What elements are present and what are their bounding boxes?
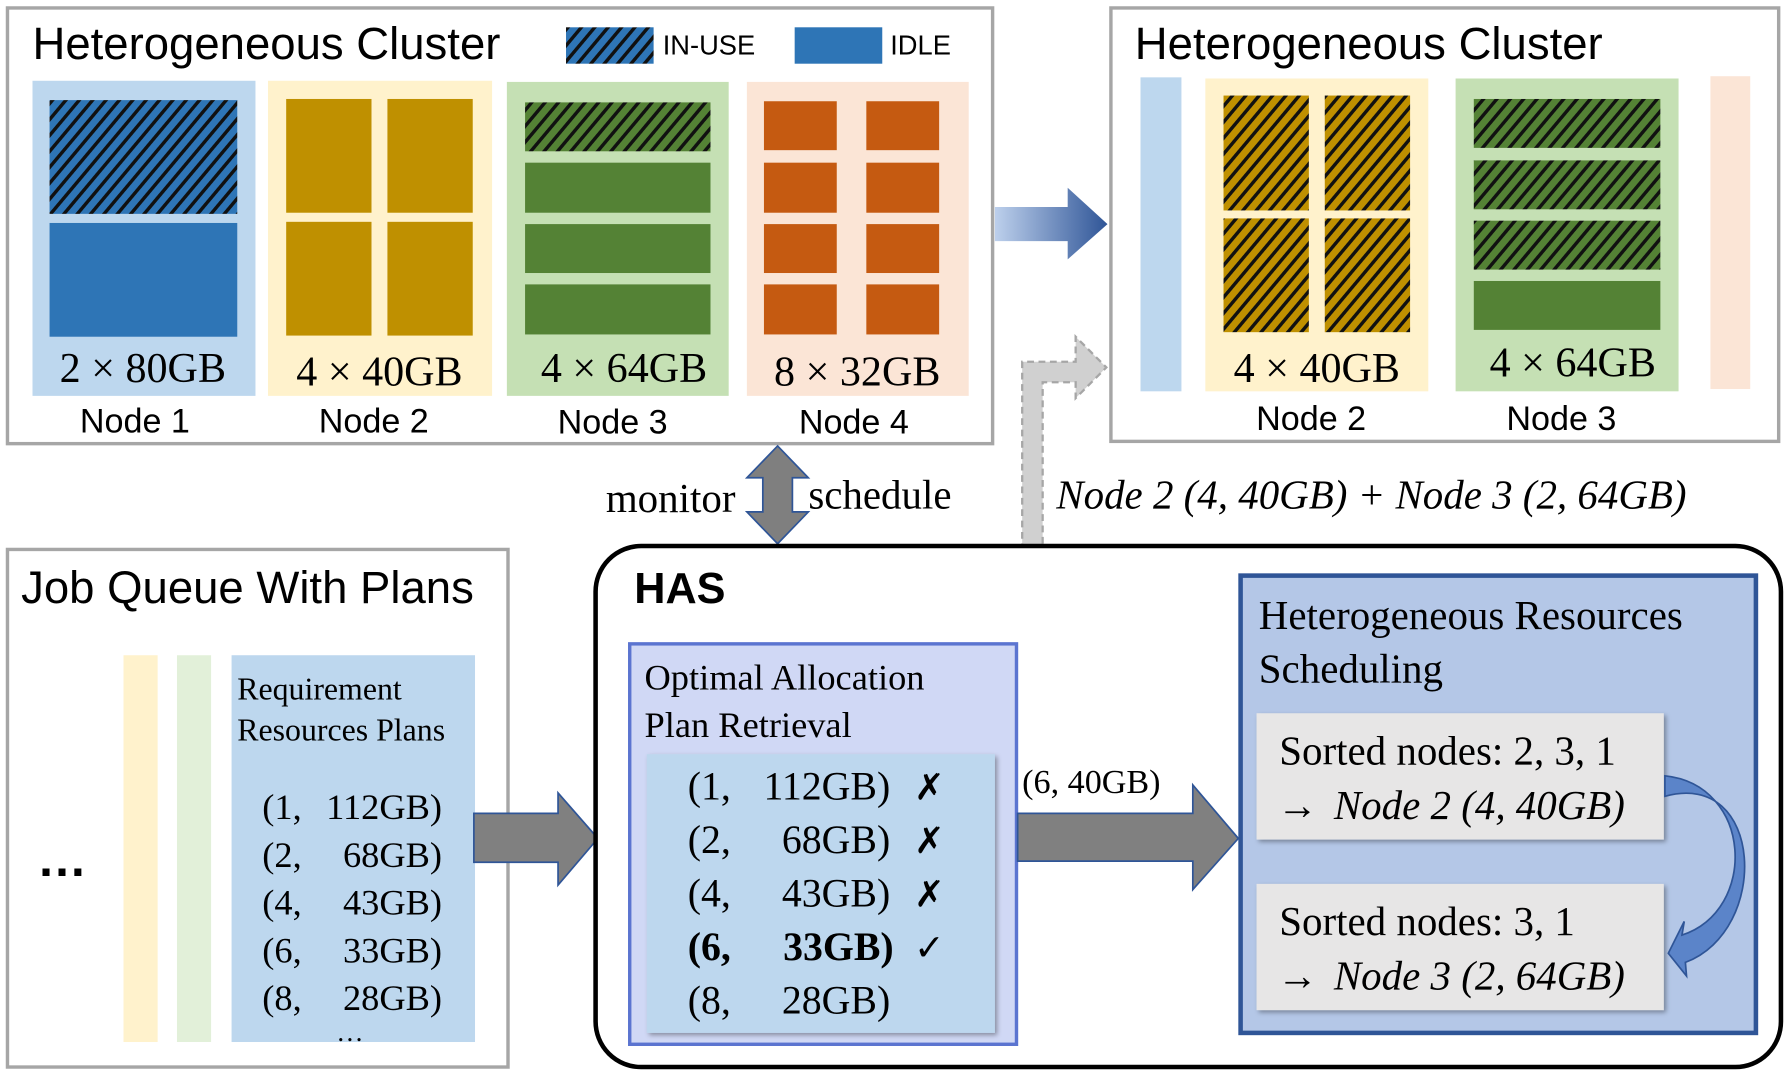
scheduling-title: Scheduling [1259,647,1443,692]
node-label: Node 2 [319,402,429,440]
cluster-before-panel: Heterogeneous Cluster IN-USE IDLE 2 × 80… [5,6,995,446]
legend-idle-swatch [794,27,883,64]
job-queue-title: Job Queue With Plans [21,562,474,613]
job-card-title: Requirement [237,672,402,707]
gpu-idle [525,224,711,274]
gpu-idle [286,221,372,336]
node-spec: 8 × 32GB [774,350,940,396]
allocation-arrow [1021,333,1108,548]
plan-mem-selected: 33GB) [783,925,894,969]
job-plan-list: (1, 112GB) (2, 68GB) (4, 43GB) (6, 33GB)… [262,787,442,1047]
gpu-idle [525,284,711,335]
arrow-icon: → [1277,954,1318,999]
node-spec: 4 × 40GB [1234,346,1400,392]
job-card-title: Resources Plans [237,713,445,748]
plan-gpus: (8, [262,978,301,1018]
node-4-collapsed [1710,76,1751,390]
plan-gpus: (1, [688,765,731,809]
job-card [123,655,158,1043]
node-label: Node 2 [1256,400,1366,438]
plan-mem: 68GB) [343,835,442,875]
retrieval-to-scheduling-arrow [1016,782,1240,892]
scheduling-step-2: Sorted nodes: 3, 1 → Node 3 (2, 64GB) [1256,883,1664,1011]
monitor-schedule-arrow [744,444,811,545]
node-3: 4 × 64GB Node 3 [506,81,729,441]
plan-mem: 112GB) [763,765,890,809]
queue-to-has-arrow [473,790,599,888]
rejected-icon: ✗ [914,820,945,861]
gpu-idle [525,162,711,213]
node-4: 8 × 32GB Node 4 [746,81,969,441]
node-label: Node 1 [80,402,190,440]
gpu-idle [387,98,473,213]
plan-retrieval-box: Optimal Allocation Plan Retrieval (1, 11… [628,642,1019,1046]
more-jobs-ellipsis: … [37,831,87,887]
job-card-current [231,655,476,1043]
gpu-idle [387,221,473,336]
plan-gpus-selected: (6, [688,925,731,969]
plan-gpus: (2, [688,818,731,862]
check-icon: ✓ [914,927,945,968]
cluster-after-panel: Heterogeneous Cluster 4 × 40GB Node 2 4 … [1109,6,1781,444]
plan-mem: 28GB) [782,979,890,1023]
node-1-collapsed [1140,77,1182,392]
node-spec: 4 × 64GB [1490,341,1656,387]
node-pick: Node 2 (4, 40GB) [1333,783,1625,828]
plan-mem: 28GB) [343,978,442,1018]
node-pick: Node 3 (2, 64GB) [1333,954,1625,999]
plan-gpus: (8, [688,979,731,1023]
node-3-after: 4 × 64GB Node 3 [1455,78,1679,438]
has-panel: HAS Optimal Allocation Plan Retrieval (1… [593,543,1784,1070]
scheduling-box: Heterogeneous Resources Scheduling Sorte… [1238,573,1759,1036]
plan-mem: 112GB) [326,787,442,827]
transition-arrow [994,187,1108,260]
node-spec: 2 × 80GB [60,346,226,392]
node-label: Node 3 [1506,400,1616,438]
legend-idle-label: IDLE [890,30,951,61]
monitor-label: monitor [606,476,736,521]
rejected-icon: ✗ [914,874,945,915]
sorted-nodes: Sorted nodes: 3, 1 [1279,899,1575,944]
node-2-after: 4 × 40GB Node 2 [1205,78,1429,438]
node-label: Node 3 [558,403,668,441]
plan-gpus: (2, [262,835,301,875]
node-label: Node 4 [799,403,909,441]
plan-gpus: (6, [262,930,301,970]
sorted-nodes: Sorted nodes: 2, 3, 1 [1279,728,1616,773]
node-spec: 4 × 40GB [296,350,462,396]
gpu-in-use [49,100,238,214]
rejected-icon: ✗ [914,767,945,808]
plan-mem: 43GB) [782,872,890,916]
allocation-result-label: Node 2 (4, 40GB) + Node 3 (2, 64GB) [1055,472,1686,517]
schedule-label: schedule [808,472,951,517]
selected-plan-label: (6, 40GB) [1022,764,1160,801]
node-1: 2 × 80GB Node 1 [32,80,256,440]
arrow-icon: → [1277,783,1318,828]
scheduling-step-1: Sorted nodes: 2, 3, 1 → Node 2 (4, 40GB) [1256,713,1664,840]
gpu-idle [49,222,238,337]
plan-mem: 43GB) [343,883,442,923]
plan-gpus: (1, [262,787,301,827]
plan-mem: 33GB) [343,930,442,970]
gpu-idle [286,98,372,213]
has-title: HAS [634,565,725,613]
node-spec: 4 × 64GB [541,346,707,392]
gpu-in-use [525,102,711,152]
legend-in-use-label: IN-USE [663,30,756,61]
job-queue-panel: Job Queue With Plans … Requirement Resou… [5,547,510,1069]
more-plans-ellipsis: … [336,1017,363,1047]
plan-mem: 68GB) [782,818,890,862]
curved-next-arrow [1664,774,1746,979]
plan-gpus: (4, [688,872,731,916]
retrieval-title: Optimal Allocation [645,657,925,697]
cluster-after-title: Heterogeneous Cluster [1135,18,1603,69]
job-card [176,655,212,1043]
retrieval-title: Plan Retrieval [645,705,852,745]
cluster-before-title: Heterogeneous Cluster [33,18,501,69]
node-2: 4 × 40GB Node 2 [267,80,493,440]
legend-in-use-swatch [566,27,654,64]
plan-gpus: (4, [262,883,301,923]
scheduling-title: Heterogeneous Resources [1259,593,1683,638]
